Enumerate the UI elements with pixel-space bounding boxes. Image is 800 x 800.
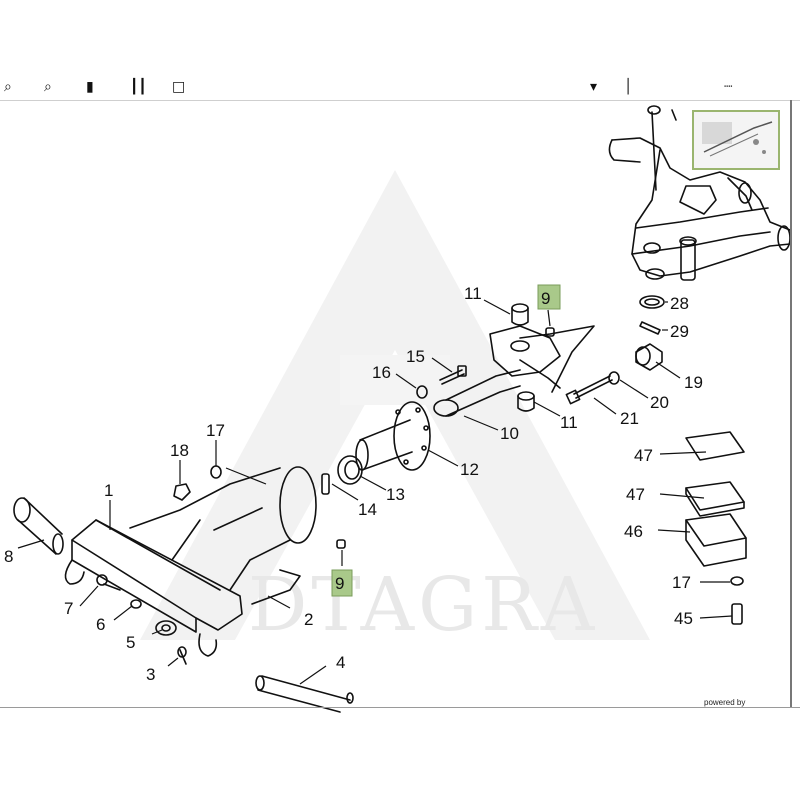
part-6-washer[interactable] [130,599,142,609]
part-9-screw-bottom[interactable] [336,539,346,549]
part-10-pivot-shaft[interactable] [433,325,595,417]
powered-by-label: powered by [704,698,746,707]
label-29[interactable]: 29 [670,322,689,341]
label-28[interactable]: 28 [670,294,689,313]
part-9-screw-top[interactable] [545,327,555,337]
print-icon[interactable]: □ [172,79,186,95]
label-5[interactable]: 5 [126,633,135,652]
part-13-ring[interactable] [337,455,363,485]
part-19-bushing[interactable] [635,343,663,371]
zoom-in-icon[interactable]: ⌕ [4,79,12,95]
part-21-bolt[interactable] [565,375,613,405]
part-45-bolt[interactable] [731,603,743,625]
thumbnail-preview [702,121,773,157]
label-6[interactable]: 6 [96,615,105,634]
part-5-washer[interactable] [155,620,177,636]
reset-icon[interactable]: ┃┃ [130,79,147,95]
axle-housing[interactable] [608,105,791,281]
viewer-toolbar: ⌕ ⌕ ▮ ┃┃ □ ▾ │ ┈ [0,80,800,100]
label-17-left[interactable]: 17 [206,421,225,440]
watermark-text: DTAGRA [248,562,598,648]
part-16-washer[interactable] [416,385,428,399]
part-8-pin[interactable] [13,497,64,555]
label-14[interactable]: 14 [358,500,377,519]
label-47-bottom[interactable]: 47 [626,485,645,504]
bottom-divider [0,707,800,708]
label-3[interactable]: 3 [146,665,155,684]
part-15-bolt[interactable] [439,365,467,385]
part-47-pad-bottom[interactable] [685,481,745,517]
label-16[interactable]: 16 [372,363,391,382]
part-28-washer[interactable] [639,295,665,309]
label-9-bottom[interactable]: 9 [335,574,344,593]
label-11-bottom[interactable]: 11 [560,413,578,432]
nav-left-icon[interactable]: │ [624,79,633,95]
part-4-shaft[interactable] [255,675,354,713]
highlight-9-bottom [331,569,353,597]
watermark-logo [140,170,650,640]
label-13[interactable]: 13 [386,485,405,504]
part-labels: 1 2 3 4 5 6 7 8 9 9 10 11 11 12 13 14 15… [4,284,703,684]
nav-right-icon[interactable]: ┈ [724,79,733,95]
label-21[interactable]: 21 [620,409,639,428]
label-2[interactable]: 2 [304,610,313,629]
part-14-pin[interactable] [321,473,330,495]
part-11-bushing-bottom[interactable] [517,391,535,412]
part-20-washer[interactable] [608,371,620,385]
part-46-block[interactable] [685,513,747,567]
right-scroll-edge[interactable] [790,100,792,708]
part-29-pin[interactable] [639,321,661,335]
part-7-bolt[interactable] [96,574,121,591]
label-4[interactable]: 4 [336,653,345,672]
nav-down-icon[interactable]: ▾ [590,79,598,95]
label-45[interactable]: 45 [674,609,693,628]
label-46[interactable]: 46 [624,522,643,541]
part-12-tube[interactable] [355,401,431,471]
label-15[interactable]: 15 [406,347,425,366]
part-18-nut[interactable] [173,483,191,501]
label-1[interactable]: 1 [104,481,113,500]
overview-thumbnail[interactable] [692,110,780,170]
label-17-right[interactable]: 17 [672,573,691,592]
part-47-pad-top[interactable] [685,431,745,461]
label-9-top[interactable]: 9 [541,289,550,308]
label-18[interactable]: 18 [170,441,189,460]
highlight-9-top [537,284,561,310]
label-19[interactable]: 19 [684,373,703,392]
label-11-top[interactable]: 11 [464,284,482,303]
label-8[interactable]: 8 [4,547,13,566]
zoom-out-icon[interactable]: ⌕ [44,79,52,95]
part-3-bolt[interactable] [177,646,187,665]
part-17-washer-left[interactable] [210,465,222,479]
fit-icon[interactable]: ▮ [86,79,94,95]
label-10[interactable]: 10 [500,424,519,443]
part-17-washer-right[interactable] [730,576,744,586]
label-12[interactable]: 12 [460,460,479,479]
label-47-top[interactable]: 47 [634,446,653,465]
leader-lines [17,299,733,685]
label-7[interactable]: 7 [64,599,73,618]
label-20[interactable]: 20 [650,393,669,412]
top-divider [0,100,800,101]
part-11-bushing-top[interactable] [511,303,529,326]
